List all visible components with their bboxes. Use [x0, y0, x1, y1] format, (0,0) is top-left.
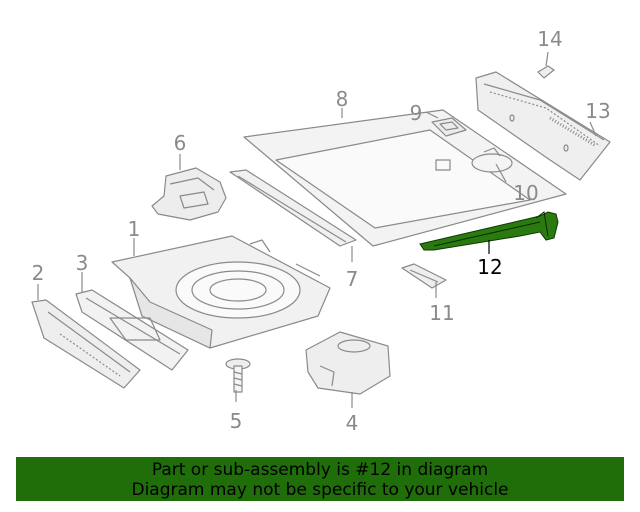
- part-10-hook: [471, 147, 513, 173]
- banner-line-2: Diagram may not be specific to your vehi…: [131, 480, 509, 500]
- callout-2: 2: [32, 261, 45, 285]
- part-8-floor-board: [243, 109, 567, 247]
- callout-3: 3: [76, 251, 89, 275]
- callout-6: 6: [174, 131, 187, 155]
- callout-13: 13: [585, 99, 610, 123]
- part-6-foam-block: [151, 167, 227, 221]
- parts-diagram: 1 2 3 4 5 6 7 8 9 10 11 13 14 12: [31, 27, 611, 435]
- callout-12-highlighted: 12: [477, 255, 502, 279]
- part-1-tray: [111, 235, 331, 349]
- info-banner: Part or sub-assembly is #12 in diagram D…: [16, 457, 624, 501]
- callout-11: 11: [429, 301, 454, 325]
- part-2-side-panel: [31, 299, 141, 389]
- part-3-tray-insert: [75, 289, 189, 371]
- callout-9: 9: [410, 101, 423, 125]
- callout-10: 10: [513, 181, 538, 205]
- callout-14: 14: [537, 27, 562, 51]
- part-14-clip: [537, 65, 555, 79]
- part-5-bolt: [225, 358, 251, 393]
- part-4-foam-box: [305, 331, 391, 395]
- part-11-bracket: [401, 263, 447, 289]
- banner-line-1: Part or sub-assembly is #12 in diagram: [151, 460, 489, 480]
- part-13-sill-trim: [475, 71, 611, 181]
- part-12-highlighted-bracket: [419, 211, 559, 251]
- part-7-strip: [229, 169, 357, 247]
- callout-7: 7: [346, 267, 359, 291]
- callout-8: 8: [336, 87, 349, 111]
- callout-leaders: [37, 51, 597, 408]
- callout-5: 5: [230, 409, 243, 433]
- callout-1: 1: [128, 217, 141, 241]
- callout-4: 4: [346, 411, 359, 435]
- part-9-handle: [431, 117, 467, 137]
